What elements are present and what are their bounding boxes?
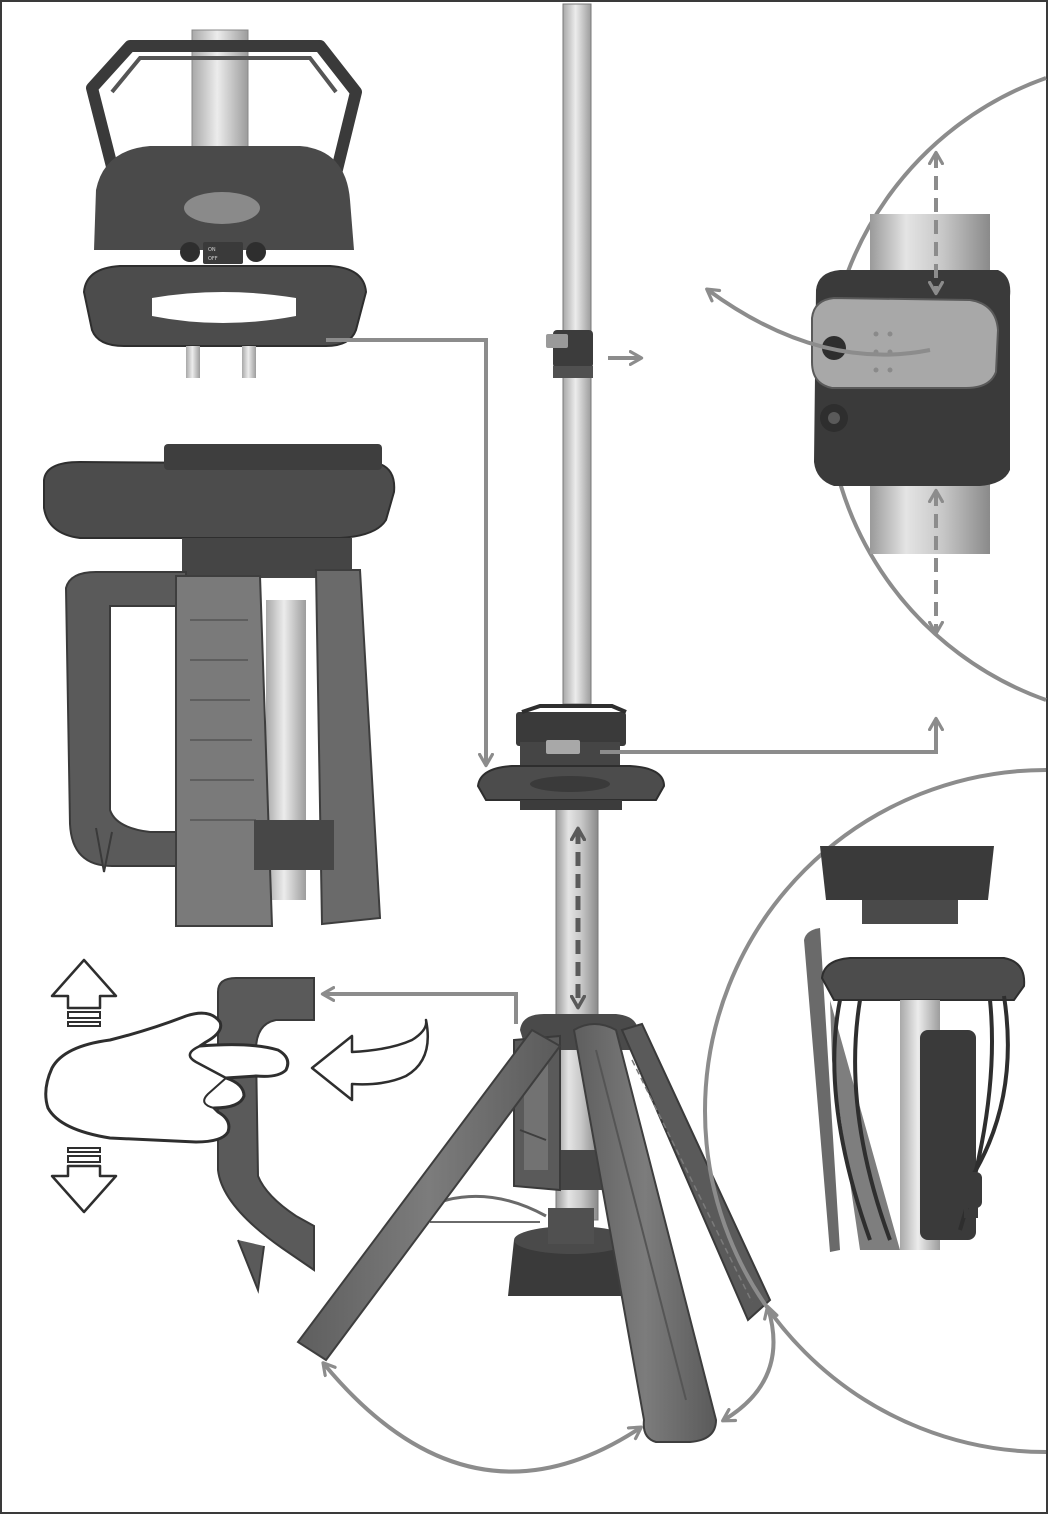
base-housing (419, 1194, 634, 1296)
detail-cord-storage (703, 768, 1047, 1454)
leg-front (572, 1023, 718, 1443)
detail-tube-clamp (705, 76, 1047, 702)
callout-hub-to-handle (320, 986, 518, 1024)
leg-left (296, 1028, 562, 1362)
power-cord-plug-icon (960, 1172, 982, 1218)
callout-head-to-tripod (326, 338, 494, 768)
mid-tube-clamp (546, 330, 593, 378)
lever-rotate-arrow (705, 287, 931, 357)
hollow-down-arrow-icon (50, 1147, 118, 1214)
upper-head (476, 704, 666, 810)
hollow-push-arrow-icon (310, 1018, 430, 1102)
detail-head-top-view: ON OFF (82, 29, 368, 378)
leg-spread-arrow-right (721, 1304, 779, 1423)
switch-panel: ON OFF (203, 242, 243, 264)
switch-off-label: OFF (208, 256, 218, 262)
hand-outline-icon (44, 1011, 290, 1144)
tripod-main (296, 3, 772, 1443)
leg-spread-arrow-left (321, 1361, 643, 1474)
callout-head-clamp-to-detail (600, 716, 944, 754)
hollow-up-arrow-icon (50, 958, 118, 1027)
switch-on-label: ON (208, 247, 216, 253)
detail-hand-grip (44, 958, 430, 1294)
detail-collapsed-unit (43, 444, 396, 927)
